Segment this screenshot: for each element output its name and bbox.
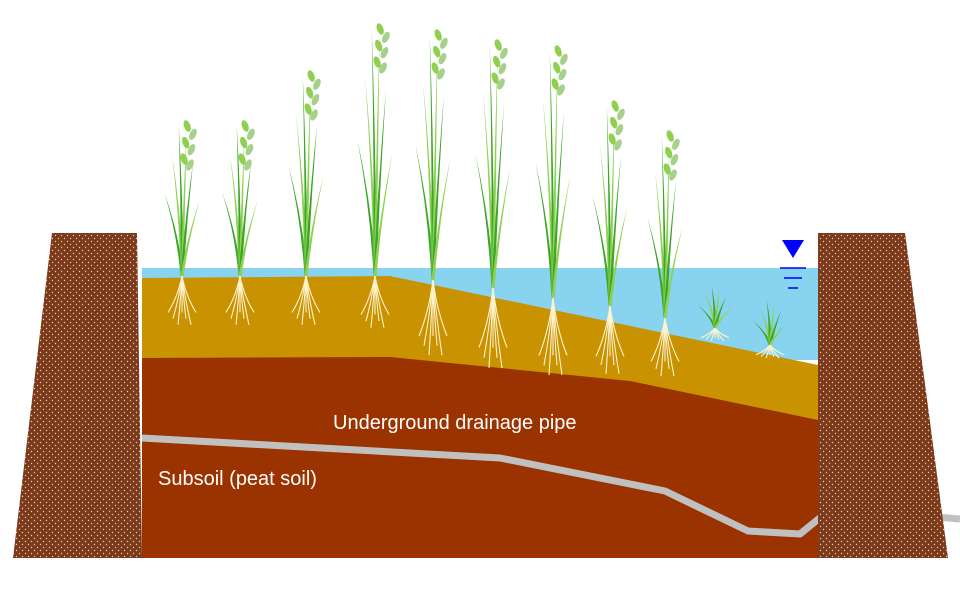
left-levee (13, 233, 142, 558)
grain-head (551, 45, 568, 96)
plant-roots (538, 297, 568, 376)
plant-roots (291, 275, 321, 326)
plant-leaves (475, 44, 511, 289)
grain-head (663, 130, 680, 181)
rice-plant (222, 120, 258, 326)
plant-leaves (697, 286, 733, 328)
rice-plant (535, 45, 571, 376)
rice-plant (164, 120, 200, 326)
plant-leaves (647, 135, 683, 318)
grain-head (238, 120, 255, 171)
rice-plant (357, 23, 393, 328)
right-levee (818, 233, 948, 558)
grain-head (180, 120, 197, 171)
grain-head (431, 29, 448, 80)
grain-head (608, 100, 625, 151)
plant-roots (418, 279, 448, 356)
plant-leaves (357, 28, 393, 277)
plant-leaves (222, 125, 258, 276)
plant-leaves (164, 125, 200, 276)
grain-head (373, 23, 390, 74)
rice-plants (164, 23, 788, 377)
rice-plant (752, 300, 788, 359)
plant-roots (360, 275, 390, 328)
rice-plant (697, 286, 733, 342)
plant-leaves (752, 300, 788, 345)
plant-roots (595, 305, 625, 374)
rice-plant (288, 70, 324, 326)
subsoil-label: Subsoil (peat soil) (158, 468, 317, 490)
grain-head (491, 39, 508, 90)
drainage-pipe-label: Underground drainage pipe (333, 412, 577, 434)
plant-roots (225, 275, 255, 326)
plant-roots (650, 317, 680, 377)
plant-roots (167, 275, 197, 326)
topsoil-layer (142, 276, 818, 420)
rice-plant (475, 39, 511, 368)
water-level-marker-icon (780, 240, 806, 289)
plant-leaves (288, 75, 324, 276)
plant-leaves (535, 50, 571, 299)
plant-roots (478, 287, 508, 368)
rice-plant (647, 130, 683, 377)
grain-head (304, 70, 321, 121)
plant-roots (755, 344, 785, 359)
rice-plant (592, 100, 628, 374)
plant-leaves (415, 34, 451, 280)
plant-leaves (592, 105, 628, 306)
rice-plant (415, 29, 451, 356)
plant-roots (700, 327, 730, 342)
